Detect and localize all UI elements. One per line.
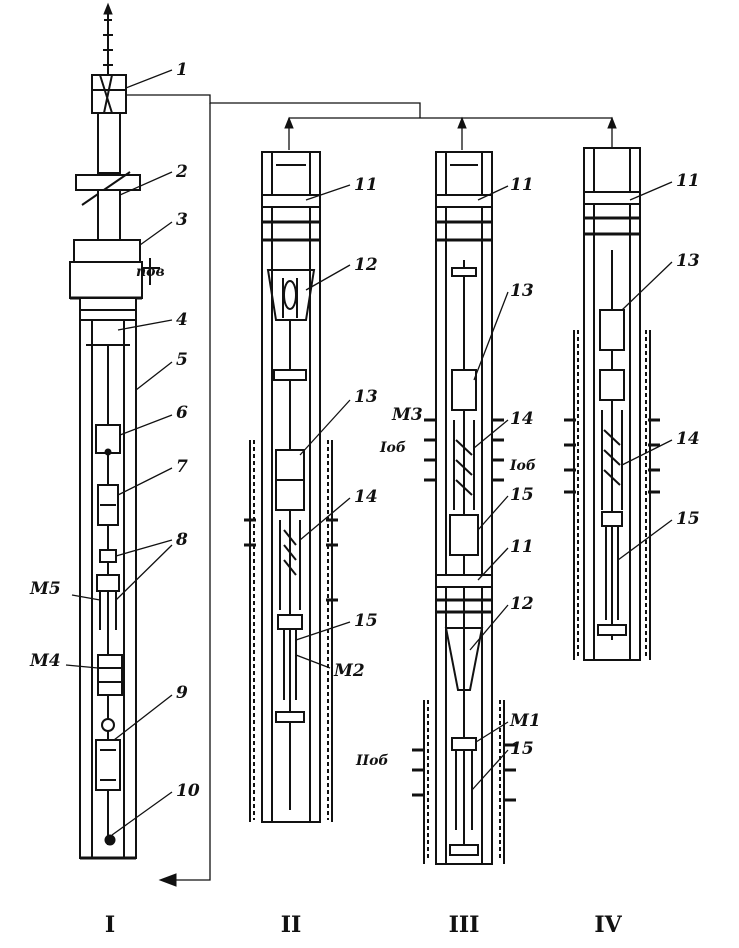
- label-iii-11b: 11: [510, 537, 534, 557]
- label-m5: M5: [29, 579, 61, 599]
- label-m4: M4: [29, 651, 61, 671]
- label-iii-m1: M1: [509, 711, 541, 731]
- tool-ii: [244, 151, 338, 823]
- label-iii-m3: M3: [391, 405, 423, 425]
- tool-iv: [564, 147, 660, 661]
- label-ii-13: 13: [354, 387, 378, 407]
- label-iii-iob-left: Iоб: [379, 440, 406, 456]
- panel-label-iv: IV: [594, 912, 622, 938]
- label-ii-m2: M2: [333, 661, 365, 681]
- label-10: 10: [176, 781, 200, 801]
- label-1: 1: [176, 60, 188, 80]
- svg-text:пов: пов: [136, 264, 165, 280]
- label-8: 8: [175, 530, 188, 550]
- label-iii-11a: 11: [510, 175, 534, 195]
- part-labels: 1 2 3 4 5 6 7 8 9 10 M5 M4 11 12 13 14 1…: [29, 60, 700, 801]
- label-5: 5: [176, 350, 188, 370]
- label-iii-14: 14: [510, 409, 534, 429]
- label-ii-14: 14: [354, 487, 378, 507]
- label-ii-11: 11: [354, 175, 378, 195]
- label-iii-iiob: IIоб: [355, 753, 389, 769]
- label-3: 3: [176, 210, 188, 230]
- connection-lines: [112, 94, 617, 887]
- label-ii-12: 12: [354, 255, 378, 275]
- label-iv-15: 15: [676, 509, 700, 529]
- label-iii-12: 12: [510, 594, 534, 614]
- leader-lines: [65, 69, 673, 836]
- label-iv-14: 14: [676, 429, 700, 449]
- label-iii-13: 13: [510, 281, 534, 301]
- label-ii-15: 15: [354, 611, 378, 631]
- arrow-head: [158, 873, 177, 887]
- label-iii-15a: 15: [510, 485, 534, 505]
- label-6: 6: [176, 403, 188, 423]
- label-7: 7: [176, 457, 188, 477]
- panel-label-i: I: [105, 912, 115, 938]
- label-iv-13: 13: [676, 251, 700, 271]
- label-iv-11: 11: [676, 171, 700, 191]
- tool-i: пов: [69, 2, 165, 860]
- label-2: 2: [175, 162, 188, 182]
- label-iii-15b: 15: [510, 739, 534, 759]
- panel-label-iii: III: [449, 912, 480, 938]
- tool-iii: [412, 151, 516, 865]
- label-9: 9: [176, 683, 188, 703]
- label-4: 4: [176, 310, 188, 330]
- panel-label-ii: II: [281, 912, 302, 938]
- label-iii-iob-right: Iоб: [509, 458, 536, 474]
- panel-labels: I II III IV: [105, 912, 623, 938]
